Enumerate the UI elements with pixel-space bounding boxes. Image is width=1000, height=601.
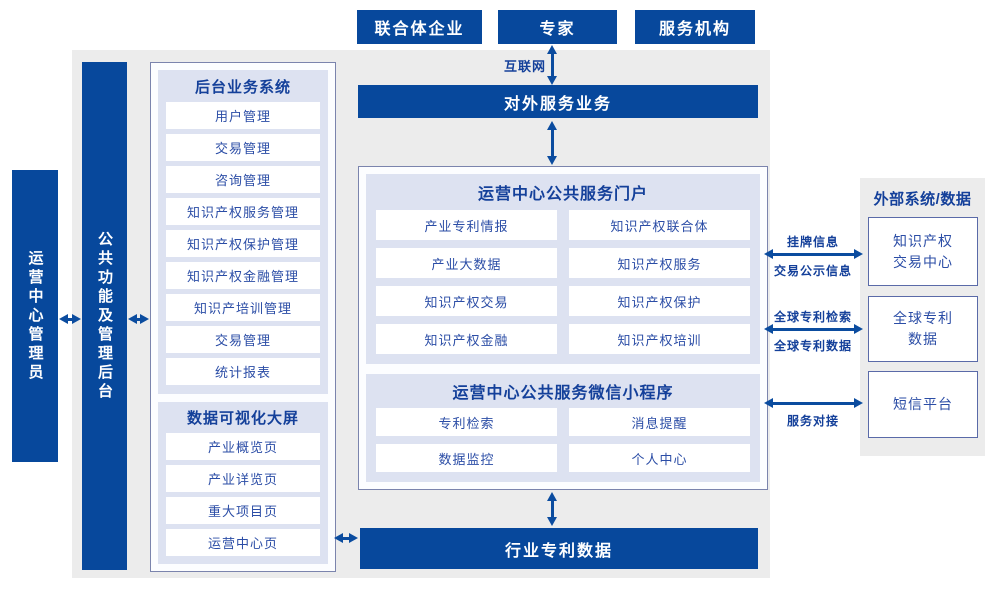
portal-panel-title: 运营中心公共服务门户	[477, 186, 648, 203]
portal-item: 知识产权金融	[376, 324, 557, 354]
node-experts: 专家	[498, 10, 617, 44]
arrow-mgmt-to-backend	[128, 313, 149, 326]
portal-item: 知识产权服务	[569, 248, 750, 278]
dashboard-item: 运营中心页	[166, 529, 320, 556]
arrow-admin-to-mgmt	[59, 313, 81, 326]
backend-panel-title: 后台业务系统	[194, 78, 291, 96]
portal-item: 产业专利情报	[376, 210, 557, 240]
backend-item: 知识产权金融管理	[166, 262, 320, 289]
bar-label: 行业专利数据	[504, 542, 613, 560]
dashboard-panel-title: 数据可视化大屏	[186, 410, 299, 427]
portal-item: 知识产权保护	[569, 286, 750, 316]
public-service-container: 运营中心公共服务门户 产业专利情报 知识产权联合体 产业大数据 知识产权服务 知…	[358, 166, 768, 490]
node-label: 联合体企业	[374, 21, 465, 38]
miniprogram-items: 专利检索 消息提醒 数据监控 个人中心	[366, 408, 760, 482]
backend-item: 知识产权保护管理	[166, 230, 320, 257]
bar-operations-center-admin: 运营中心管理员	[12, 170, 58, 462]
node-consortium-enterprises: 联合体企业	[357, 10, 482, 44]
node-label: 专家	[539, 21, 576, 38]
arrow-dashboard-to-patent-data	[334, 532, 358, 545]
bar-label: 公共功能及管理后台	[96, 230, 113, 402]
link-label-trade-publicity-info: 交易公示信息	[773, 264, 852, 278]
bar-label: 对外服务业务	[503, 95, 612, 113]
portal-item: 知识产权培训	[569, 324, 750, 354]
backend-item: 交易管理	[166, 134, 320, 161]
portal-items: 产业专利情报 知识产权联合体 产业大数据 知识产权服务 知识产权交易 知识产权保…	[366, 210, 760, 364]
backend-item: 知识产权服务管理	[166, 198, 320, 225]
arrow-to-sms-platform	[764, 397, 863, 410]
link-label-global-patent-search: 全球专利检索	[773, 310, 852, 324]
arrow-to-global-patent-data	[764, 323, 863, 336]
bar-industry-patent-data: 行业专利数据	[360, 528, 758, 569]
backend-business-panel: 后台业务系统 用户管理 交易管理 咨询管理 知识产权服务管理 知识产权保护管理 …	[158, 70, 328, 395]
link-label-listing-info: 挂牌信息	[786, 235, 839, 249]
portal-panel: 运营中心公共服务门户 产业专利情报 知识产权联合体 产业大数据 知识产权服务 知…	[366, 174, 760, 364]
portal-item: 知识产权交易	[376, 286, 557, 316]
miniprogram-item: 专利检索	[376, 408, 557, 436]
miniprogram-item: 个人中心	[569, 444, 750, 472]
arrow-portal-to-patent-data	[546, 492, 559, 526]
dashboard-items: 产业概览页 产业详览页 重大项目页 运营中心页	[158, 433, 328, 564]
dashboard-item: 产业概览页	[166, 433, 320, 460]
link-label-global-patent-data: 全球专利数据	[773, 339, 852, 353]
arrow-internet-vertical	[546, 45, 559, 85]
portal-item: 产业大数据	[376, 248, 557, 278]
miniprogram-panel-title: 运营中心公共服务微信小程序	[452, 385, 674, 402]
arrow-service-to-portal	[546, 121, 559, 165]
backend-item: 咨询管理	[166, 166, 320, 193]
miniprogram-item: 消息提醒	[569, 408, 750, 436]
node-service-agencies: 服务机构	[635, 10, 755, 44]
data-visualization-panel: 数据可视化大屏 产业概览页 产业详览页 重大项目页 运营中心页	[158, 402, 328, 564]
backend-item: 知识产培训管理	[166, 294, 320, 321]
bar-public-functions-mgmt-backend: 公共功能及管理后台	[82, 62, 127, 570]
link-label-service-integration: 服务对接	[786, 414, 839, 428]
dashboard-item: 产业详览页	[166, 465, 320, 492]
backend-item: 交易管理	[166, 326, 320, 353]
bar-external-service: 对外服务业务	[358, 85, 758, 118]
miniprogram-panel: 运营中心公共服务微信小程序 专利检索 消息提醒 数据监控 个人中心	[366, 374, 760, 482]
internet-label: 互联网	[503, 59, 546, 74]
ext-node-global-patent-data: 全球专利 数据	[868, 296, 978, 362]
ext-node-ip-trading-center: 知识产权 交易中心	[868, 217, 978, 286]
bar-label: 运营中心管理员	[26, 249, 44, 383]
node-label: 服务机构	[658, 21, 731, 38]
portal-item: 知识产权联合体	[569, 210, 750, 240]
ext-node-sms-platform: 短信平台	[868, 371, 978, 438]
arrow-to-ip-trading-center	[764, 248, 863, 261]
external-panel-title: 外部系统/数据	[873, 191, 972, 208]
backend-items: 用户管理 交易管理 咨询管理 知识产权服务管理 知识产权保护管理 知识产权金融管…	[158, 102, 328, 393]
backend-item: 用户管理	[166, 102, 320, 129]
miniprogram-item: 数据监控	[376, 444, 557, 472]
dashboard-item: 重大项目页	[166, 497, 320, 524]
backend-item: 统计报表	[166, 358, 320, 385]
backend-systems-container: 后台业务系统 用户管理 交易管理 咨询管理 知识产权服务管理 知识产权保护管理 …	[150, 62, 336, 572]
